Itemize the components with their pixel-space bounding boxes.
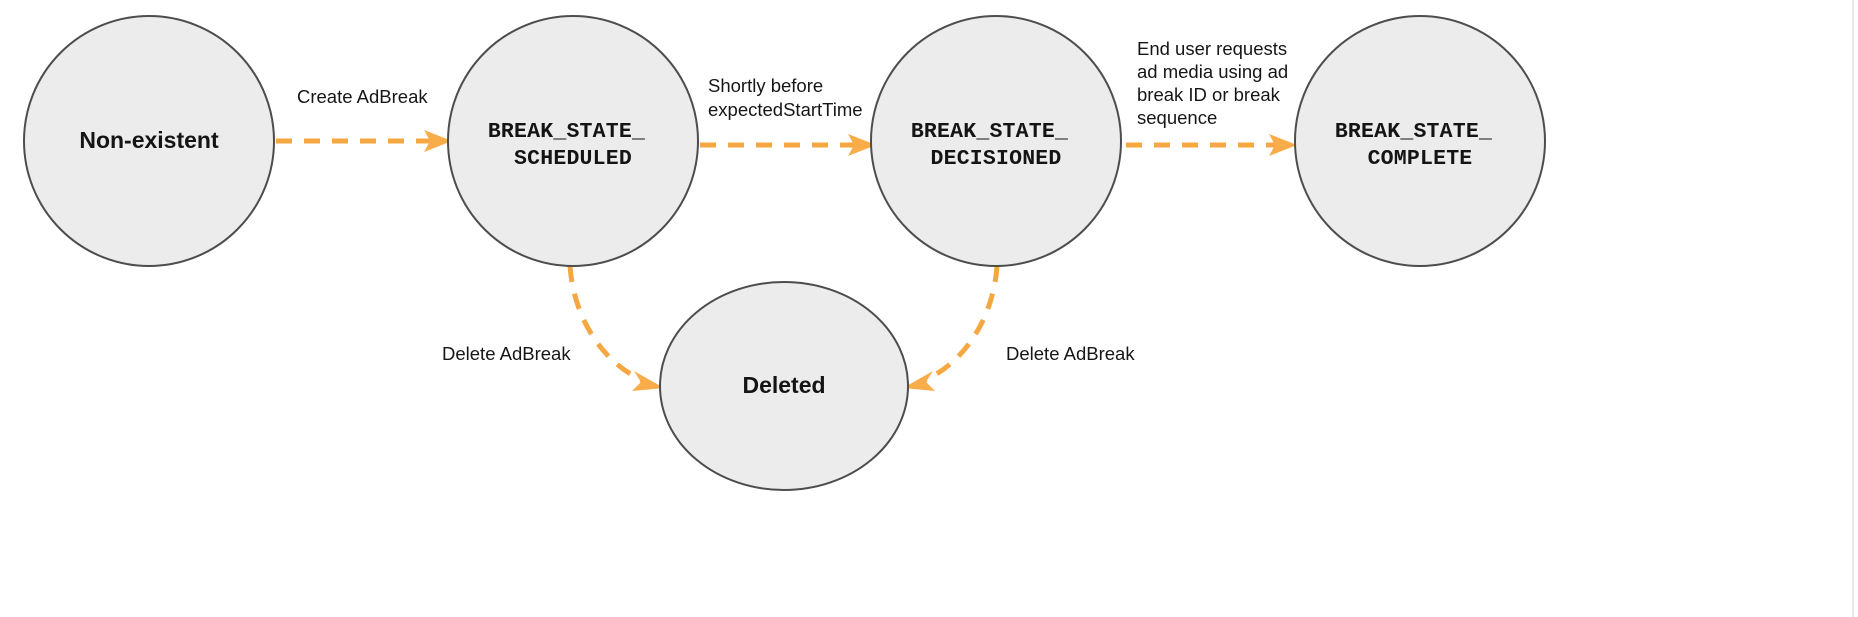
node-label-line: BREAK_STATE_ — [1335, 120, 1492, 144]
state-node-deleted[interactable]: Deleted — [659, 281, 909, 491]
node-circle — [23, 15, 275, 267]
node-label-deleted: Deleted — [742, 372, 825, 398]
node-label-line: BREAK_STATE_ — [488, 120, 645, 144]
edge-label-delete-adbreak-right: Delete AdBreak — [1006, 343, 1135, 364]
state-node-break-state-complete[interactable]: BREAK_STATE_ COMPLETE — [1294, 15, 1546, 267]
arrowhead-icon — [848, 134, 876, 156]
edge-label-line: Shortly before — [708, 75, 823, 96]
node-label-line: BREAK_STATE_ — [911, 120, 1068, 144]
edge-line — [922, 265, 1000, 384]
state-node-break-state-decisioned[interactable]: BREAK_STATE_ DECISIONED — [870, 15, 1122, 267]
edge-label-line: End user requests — [1137, 38, 1287, 59]
edge-label-line: ad media using ad — [1137, 61, 1288, 82]
node-circle — [870, 15, 1122, 267]
edge-label-part-mono: AdBreak — [1064, 343, 1136, 364]
edge-decisioned-to-deleted[interactable]: Delete AdBreak — [903, 265, 1135, 391]
edge-label-delete-adbreak-left: Delete AdBreak — [442, 343, 571, 364]
edge-label-part: Create — [297, 86, 357, 107]
edge-line — [567, 265, 645, 384]
edge-non-existent-to-scheduled[interactable]: Create AdBreak — [276, 86, 452, 152]
edge-label-part: Delete — [1006, 343, 1064, 364]
edge-label-part: Delete — [442, 343, 500, 364]
node-label-line: Deleted — [742, 372, 825, 398]
edge-decisioned-to-complete[interactable]: End user requests ad media using ad brea… — [1126, 38, 1297, 156]
edge-label-line-mono: expectedStartTime — [708, 99, 863, 120]
node-label-line: COMPLETE — [1368, 147, 1473, 171]
node-circle — [1294, 15, 1546, 267]
edge-label-line: sequence — [1137, 107, 1217, 128]
node-circle — [447, 15, 699, 267]
node-label-line: DECISIONED — [930, 147, 1061, 171]
edge-group: Create AdBreak Shortly before expectedSt… — [276, 38, 1297, 391]
edge-label-part-mono: AdBreak — [500, 343, 572, 364]
node-group: Non-existent BREAK_STATE_ SCHEDULED BREA… — [23, 15, 1546, 491]
node-label-non-existent: Non-existent — [79, 127, 219, 153]
node-label-break-state-complete: BREAK_STATE_ COMPLETE — [1335, 120, 1505, 171]
node-label-break-state-decisioned: BREAK_STATE_ DECISIONED — [911, 120, 1081, 171]
edge-label-end-user-requests: End user requests ad media using ad brea… — [1137, 38, 1293, 128]
node-label-break-state-scheduled: BREAK_STATE_ SCHEDULED — [488, 120, 658, 171]
node-label-line: SCHEDULED — [514, 147, 632, 171]
arrowhead-icon — [632, 371, 664, 391]
edge-label-part-mono: AdBreak — [357, 86, 429, 107]
state-node-non-existent[interactable]: Non-existent — [23, 15, 275, 267]
node-circle — [659, 281, 909, 491]
arrowhead-icon — [1269, 134, 1297, 156]
edge-scheduled-to-deleted[interactable]: Delete AdBreak — [442, 265, 664, 391]
arrowhead-icon — [903, 371, 935, 391]
edge-label-create-adbreak: Create AdBreak — [297, 86, 428, 107]
state-node-break-state-scheduled[interactable]: BREAK_STATE_ SCHEDULED — [447, 15, 699, 267]
node-label-line: Non-existent — [79, 127, 219, 153]
arrowhead-icon — [424, 130, 452, 152]
edge-label-shortly-before: Shortly before expectedStartTime — [708, 75, 863, 120]
edge-scheduled-to-decisioned[interactable]: Shortly before expectedStartTime — [700, 75, 876, 156]
edge-label-line: break ID or break — [1137, 84, 1281, 105]
